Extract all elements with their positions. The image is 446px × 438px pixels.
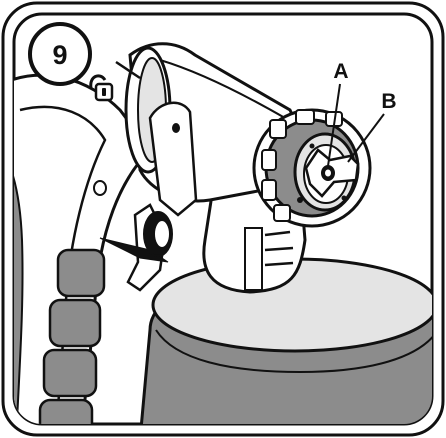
bracket-knob-cap — [153, 219, 171, 249]
unlock-padlock-icon — [89, 60, 141, 102]
trigger-spike — [99, 237, 169, 263]
container-shoulder — [155, 329, 432, 374]
step-number: 9 — [52, 40, 67, 70]
grip-tooth — [261, 149, 277, 171]
face-screw — [297, 197, 303, 203]
neck-rib — [264, 246, 294, 252]
callout-a: A — [327, 60, 349, 167]
grip-tooth — [295, 109, 315, 125]
neck-slot — [244, 227, 263, 291]
step-badge: 9 — [28, 22, 92, 86]
grip-tooth — [269, 119, 287, 139]
face-screw — [309, 143, 315, 149]
callout-label-a: A — [333, 60, 348, 83]
spray-gun-icon — [14, 42, 432, 424]
neck-rib — [264, 230, 291, 237]
callout-label-b: B — [381, 90, 396, 113]
callout-b: B — [347, 90, 397, 163]
neck-rib — [264, 261, 294, 267]
face-screw — [341, 195, 347, 201]
nozzle-tip-hole — [325, 169, 331, 177]
grip-pad — [56, 248, 106, 298]
handle-shadow — [14, 138, 24, 424]
grip-pad — [38, 398, 94, 424]
grip-pad — [48, 298, 102, 348]
grip-tooth — [261, 179, 277, 201]
grip-tooth — [273, 204, 291, 222]
handle-screw — [93, 180, 107, 196]
barrel-highlight — [159, 59, 286, 119]
callout-leader-b — [347, 113, 385, 163]
callout-leader-a — [327, 83, 341, 167]
grip-pad — [42, 348, 98, 398]
bracket-screw — [172, 123, 180, 133]
side-bracket — [148, 101, 198, 217]
